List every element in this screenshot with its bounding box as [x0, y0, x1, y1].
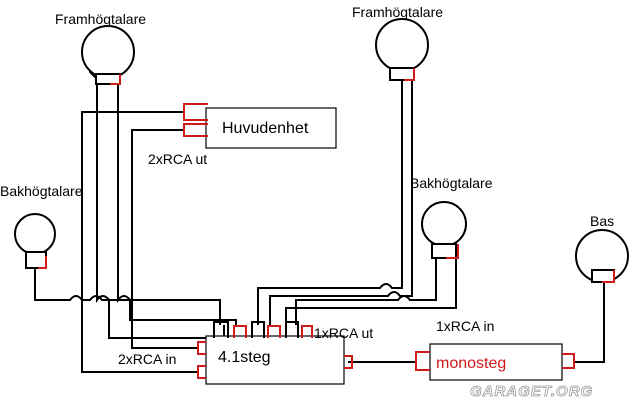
wire-rear-left [34, 268, 221, 325]
amp-4ch-label: 4.1steg [218, 349, 270, 366]
wire-front-right [257, 80, 403, 325]
sub-speaker-label: Bas [590, 213, 614, 229]
wire-rear-right-b [285, 256, 457, 325]
wire-rear-right [295, 256, 437, 325]
amp-4ch [197, 321, 353, 385]
wire-mono-sub [574, 282, 605, 363]
rear-right-speaker [421, 201, 467, 259]
wire-front-left [96, 84, 225, 339]
rear-left-speaker [14, 213, 56, 269]
mono-amp [415, 343, 575, 381]
rca-out-head-label: 2xRCA ut [148, 151, 207, 167]
wire-rca-head-1 [81, 111, 198, 373]
wire-rca-head-2 [131, 129, 198, 349]
watermark: GARAGET.ORG [470, 383, 593, 400]
wires [34, 80, 605, 373]
sub-speaker [575, 229, 629, 283]
rca-in-amp-label: 2xRCA in [118, 351, 176, 367]
mono-amp-label: monosteg [436, 355, 506, 372]
front-left-speaker [81, 25, 135, 85]
rca-in-mono-label: 1xRCA in [436, 318, 494, 334]
rca-out-amp-label: 1xRCA ut [314, 325, 373, 341]
rear-right-speaker-label: Bakhögtalare [410, 175, 493, 191]
front-right-speaker-label: Framhögtalare [352, 4, 443, 20]
wire-front-right-b [269, 80, 413, 325]
front-right-speaker [375, 18, 429, 81]
rear-left-speaker-label: Bakhögtalare [0, 183, 83, 199]
speaker-icon [375, 18, 429, 72]
head-unit [183, 103, 337, 149]
speaker-icon [14, 213, 56, 255]
speaker-icon [421, 201, 467, 247]
front-left-speaker-label: Framhögtalare [55, 11, 146, 27]
head-unit-label: Huvudenhet [222, 120, 309, 137]
speaker-icon [81, 25, 135, 79]
